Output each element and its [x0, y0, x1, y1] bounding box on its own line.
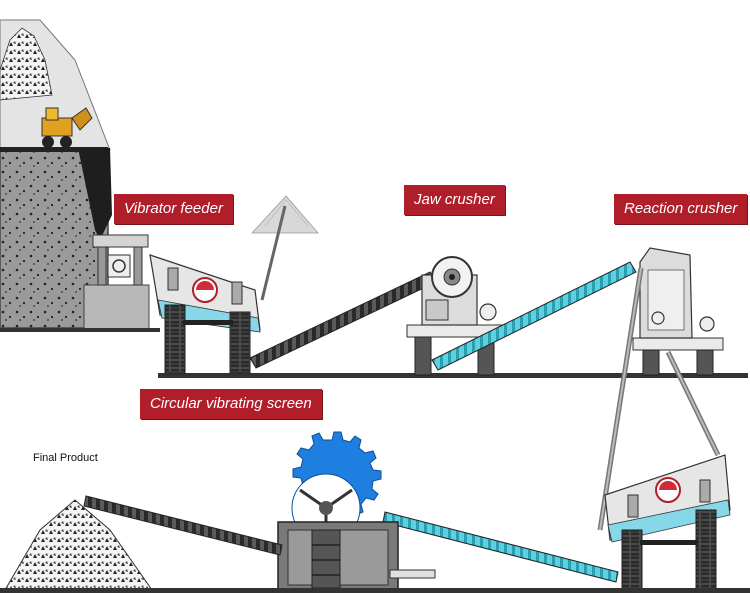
reaction-crusher-machine: [633, 248, 723, 375]
label-jaw-crusher: Jaw crusher: [404, 185, 505, 215]
circular-vibrating-screen-lower: [605, 455, 730, 590]
stacker-conveyor: [252, 196, 318, 300]
sand-washer-machine: [278, 432, 435, 590]
bottom-ground-line: [0, 588, 750, 593]
circular-vibrating-screen-upper: [150, 255, 260, 373]
label-final-product: Final Product: [33, 452, 98, 464]
label-circular-vibrating-screen: Circular vibrating screen: [140, 389, 322, 419]
label-reaction-crusher: Reaction crusher: [614, 194, 747, 224]
label-vibrator-feeder: Vibrator feeder: [114, 194, 233, 224]
conveyor-to-jaw-crusher: [250, 272, 436, 368]
upper-ground-line: [0, 328, 160, 332]
